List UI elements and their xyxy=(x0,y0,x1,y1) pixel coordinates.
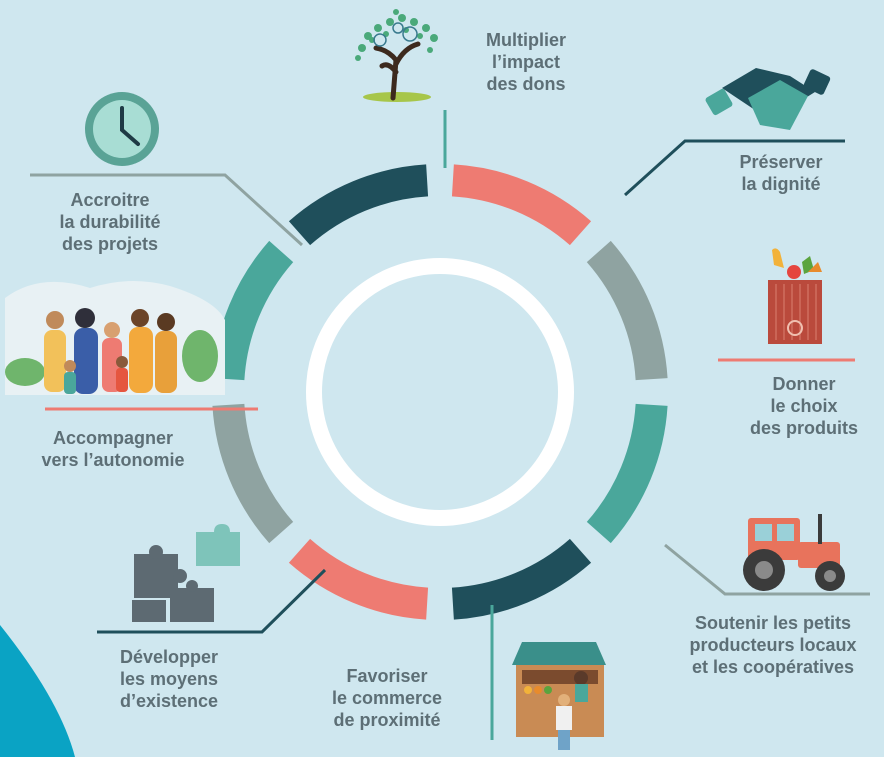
label-moyens: Développer les moyens d’existence xyxy=(94,646,244,712)
label-line: Développer xyxy=(119,647,219,667)
ring-segment-choix xyxy=(451,164,592,246)
label-durabilite: Accroitre la durabilité des projets xyxy=(30,189,190,255)
ring-segment-moyens xyxy=(451,538,592,620)
grocery-bag-icon xyxy=(768,248,822,344)
label-line: le choix xyxy=(770,396,838,416)
label-line: la dignité xyxy=(741,174,821,194)
ring-segments xyxy=(212,164,668,620)
connector-durabilite xyxy=(30,173,304,247)
label-line: Donner xyxy=(772,374,836,394)
connector-moyens xyxy=(97,568,327,634)
connector-dignite xyxy=(623,139,845,197)
label-line: la durabilité xyxy=(59,212,161,232)
label-line: Préserver xyxy=(739,152,823,172)
ring-segment-multiplier xyxy=(212,240,294,381)
center-ring xyxy=(306,258,574,526)
label-line: Favoriser xyxy=(346,666,428,686)
label-autonomie: Accompagner vers l’autonomie xyxy=(8,427,218,471)
corner-accent xyxy=(0,625,75,757)
tractor-icon xyxy=(743,514,845,591)
market-stall-icon xyxy=(512,642,606,750)
label-line: et les coopératives xyxy=(691,657,855,677)
label-line: producteurs locaux xyxy=(689,635,857,655)
label-line: de proximité xyxy=(333,710,441,730)
ring-segment-durabilite xyxy=(212,403,294,544)
ring-segment-autonomie xyxy=(288,538,429,620)
label-line: Multiplier xyxy=(486,30,566,50)
label-line: Accroitre xyxy=(70,190,150,210)
ring-segment-commerce xyxy=(586,403,668,544)
label-line: le commerce xyxy=(331,688,443,708)
tree-icon xyxy=(355,9,438,102)
label-commerce: Favoriser le commerce de proximité xyxy=(312,665,462,731)
label-line: l’impact xyxy=(491,52,561,72)
label-choix: Donner le choix des produits xyxy=(734,373,874,439)
ring-segment-producteurs xyxy=(586,240,668,381)
label-line: d’existence xyxy=(119,691,219,711)
connector-lines xyxy=(30,110,870,740)
connector-producteurs xyxy=(664,543,870,596)
label-dignite: Préserver la dignité xyxy=(716,151,846,195)
clock-icon xyxy=(85,92,159,166)
ring-segment-dignite xyxy=(288,164,429,246)
label-line: des produits xyxy=(749,418,858,438)
label-line: les moyens xyxy=(119,669,219,689)
community-people-icon xyxy=(5,280,225,395)
label-multiplier: Multiplier l’impact des dons xyxy=(470,29,582,95)
handshake-icon xyxy=(705,68,831,130)
label-producteurs: Soutenir les petits producteurs locaux e… xyxy=(664,612,882,678)
puzzle-icon xyxy=(132,524,240,622)
label-line: des dons xyxy=(486,74,566,94)
label-line: Soutenir les petits xyxy=(694,613,852,633)
label-line: des projets xyxy=(61,234,159,254)
label-line: vers l’autonomie xyxy=(41,450,185,470)
label-line: Accompagner xyxy=(52,428,174,448)
